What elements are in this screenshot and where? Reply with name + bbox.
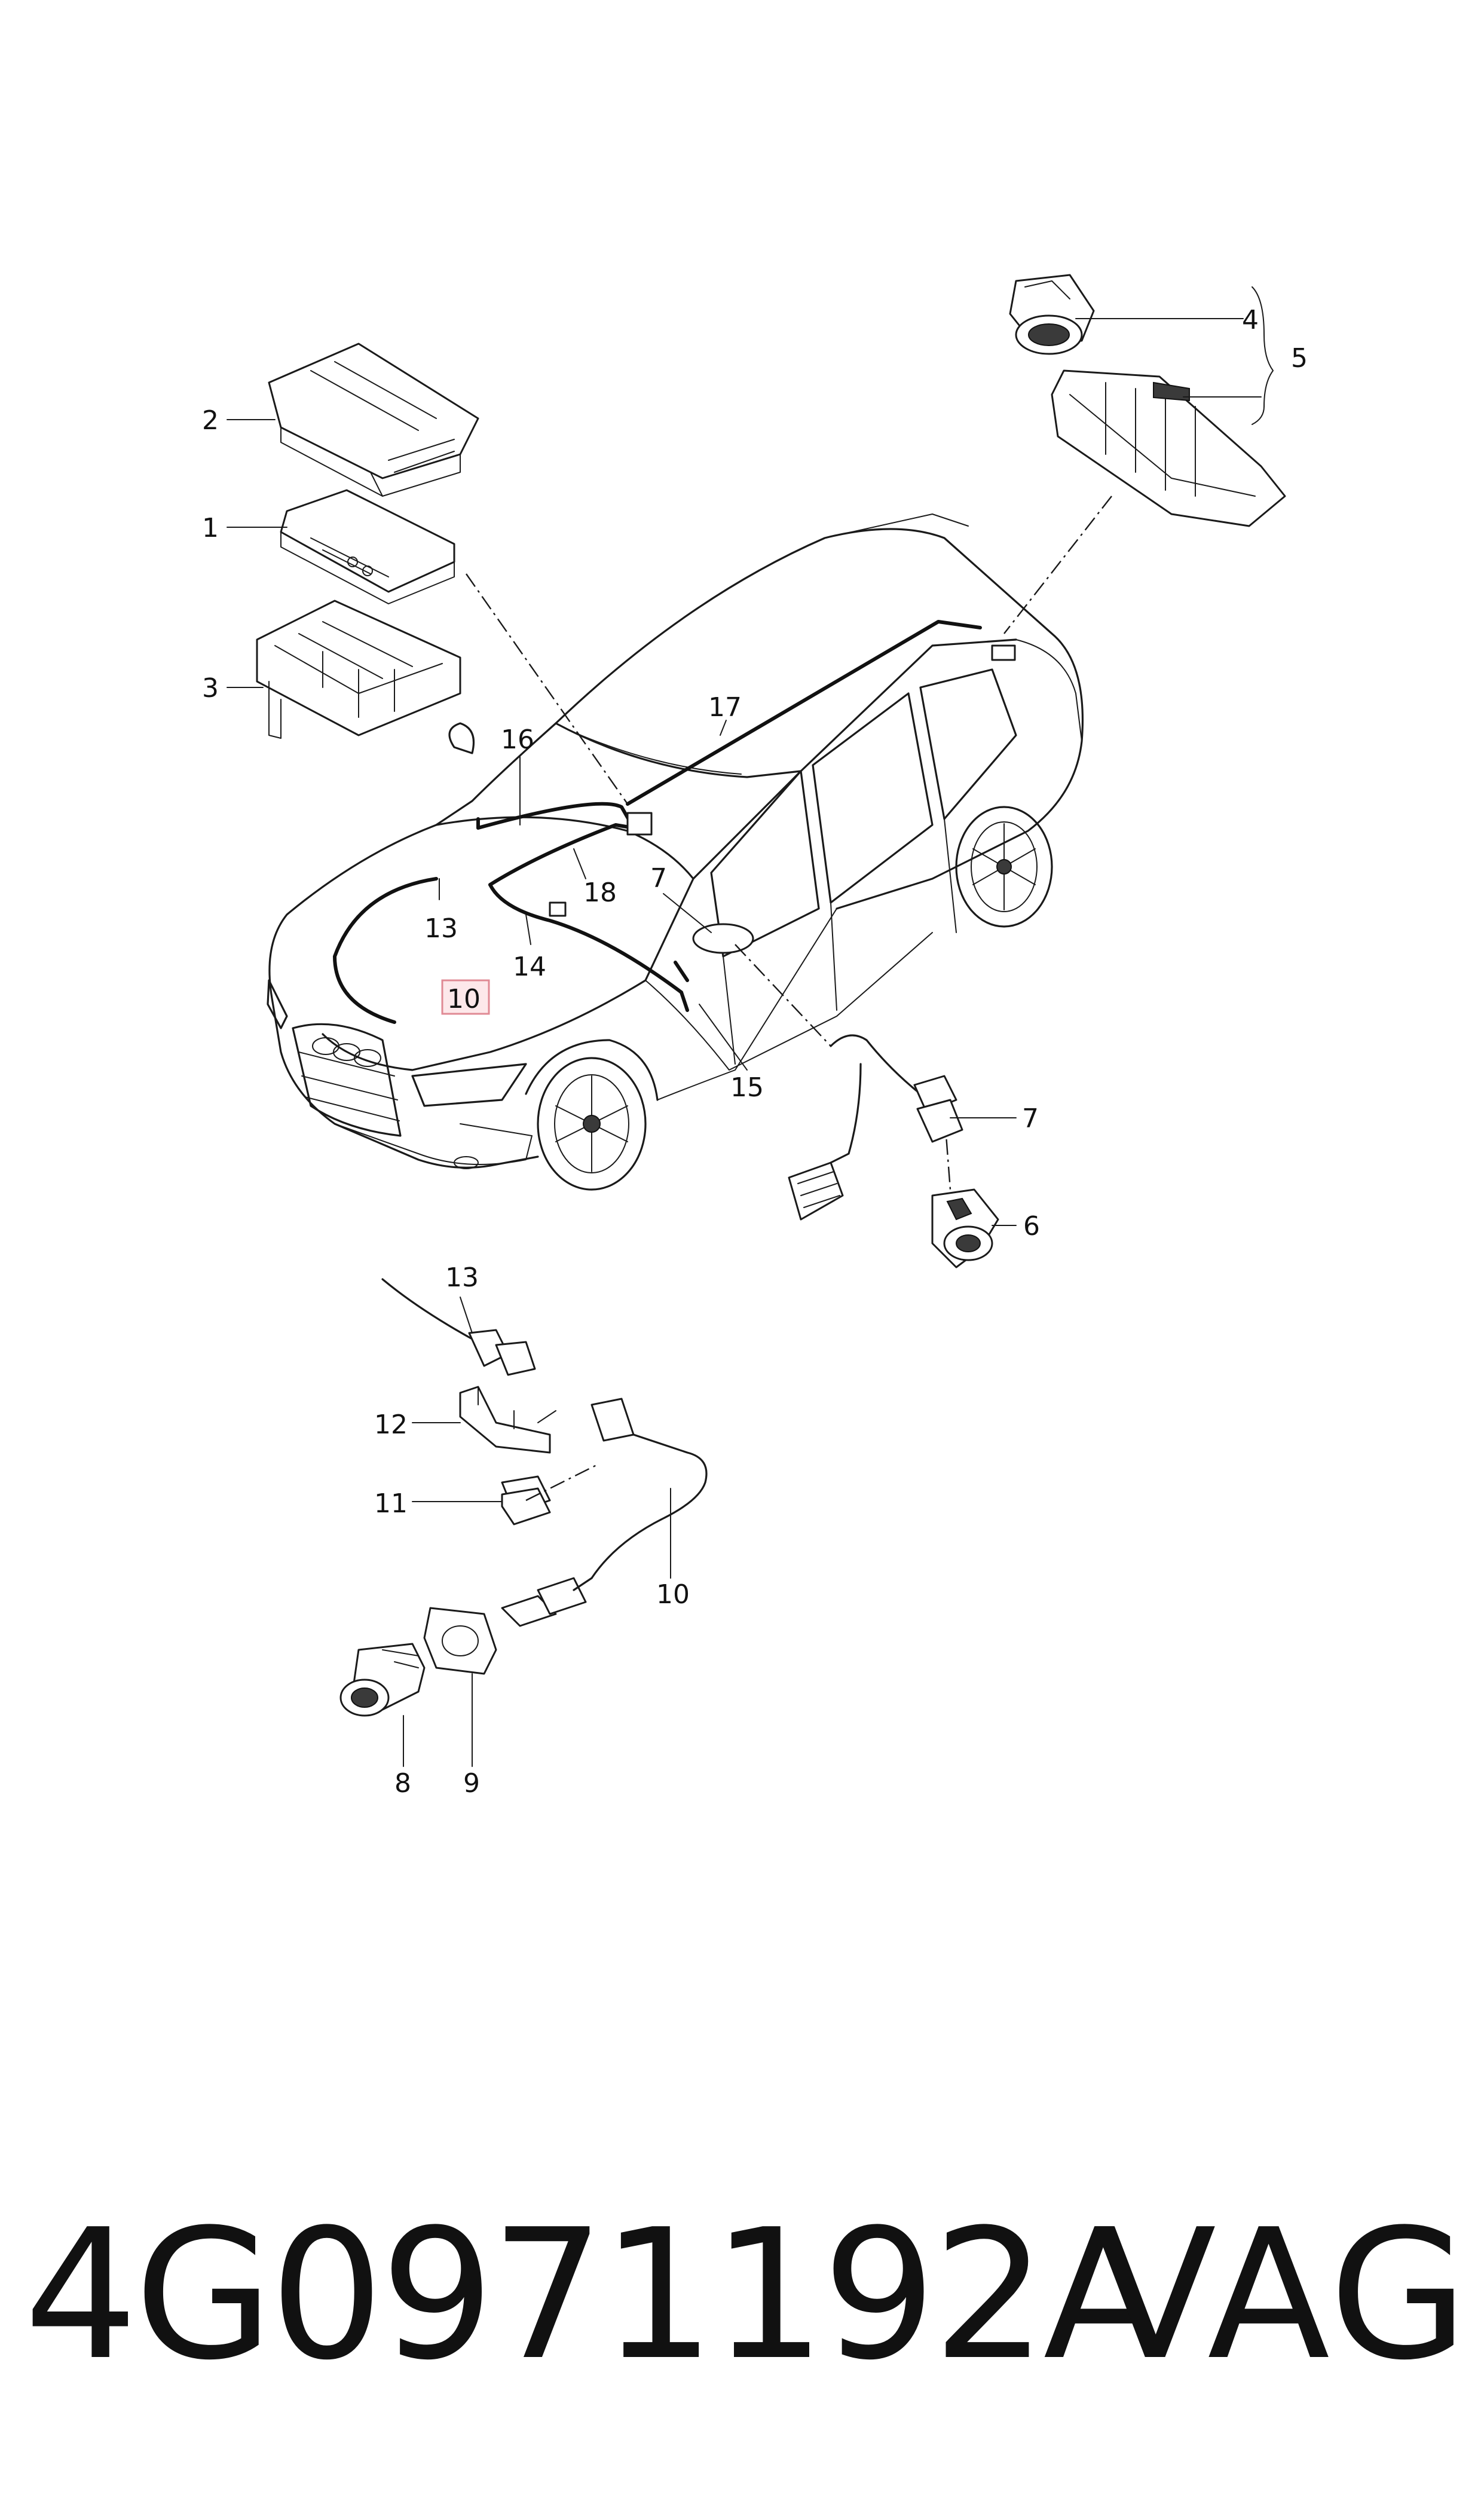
callout-4: 4: [1242, 305, 1259, 335]
callout-11: 11: [374, 1488, 408, 1519]
callout-6: 6: [1023, 1211, 1040, 1242]
brand-label: VAG: [1094, 2191, 1471, 2399]
callout-9: 9: [463, 1768, 480, 1799]
callout-12: 12: [374, 1410, 408, 1440]
leader-17: [720, 720, 727, 736]
callout-5: 5: [1291, 343, 1308, 374]
control-unit: [280, 489, 455, 604]
highlight-box: [441, 979, 490, 1015]
control-unit-bracket: [256, 600, 461, 739]
callout-14: 14: [513, 952, 546, 982]
callout-16: 16: [501, 724, 534, 755]
control-unit-cover: [268, 343, 479, 497]
callout-10b: 10: [656, 1579, 690, 1610]
leader-14: [525, 914, 531, 945]
front-camera: [339, 1643, 426, 1717]
side-camera-cable: [788, 1034, 963, 1221]
callout-17: 17: [708, 692, 742, 723]
side-camera: [931, 1188, 999, 1268]
callout-18: 18: [583, 878, 617, 908]
callout-8: 8: [394, 1768, 411, 1799]
front-camera-cable: [501, 1398, 708, 1627]
rear-camera: [1009, 274, 1095, 355]
callout-1: 1: [202, 513, 219, 543]
parts-diagram: 2 1 3 4 5 17 16 18 7 13 14 10 15 7 6 13 …: [202, 274, 1308, 1799]
callout-15: 15: [730, 1072, 764, 1103]
front-camera-clip: [501, 1475, 551, 1526]
leader-dashed-1: [466, 573, 628, 805]
rear-camera-housing: [1051, 369, 1286, 527]
wiring-harness: [333, 620, 1016, 1024]
callout-7b: 7: [1022, 1103, 1039, 1134]
leader-15: [699, 1004, 748, 1071]
leader-dashed-front: [525, 1463, 598, 1502]
leader-dashed-7: [735, 944, 831, 1047]
leader-7a: [663, 893, 712, 933]
callout-2: 2: [202, 405, 219, 436]
part-number: 4G0971192A: [24, 2191, 1166, 2399]
front-camera-wire: [381, 1278, 536, 1376]
callout-13b: 13: [445, 1262, 479, 1293]
callout-13a: 13: [424, 913, 458, 944]
callout-7a: 7: [650, 863, 667, 894]
leader-13b: [460, 1297, 473, 1334]
callout-3: 3: [202, 673, 219, 704]
car-body: [267, 513, 1084, 1191]
leader-dashed-5: [1003, 496, 1112, 634]
front-camera-seal: [423, 1607, 497, 1675]
bracket-4-5: [1252, 286, 1274, 425]
front-camera-bracket: [459, 1386, 556, 1454]
callout-10a: 10: [447, 984, 481, 1014]
leader-18: [573, 848, 586, 879]
